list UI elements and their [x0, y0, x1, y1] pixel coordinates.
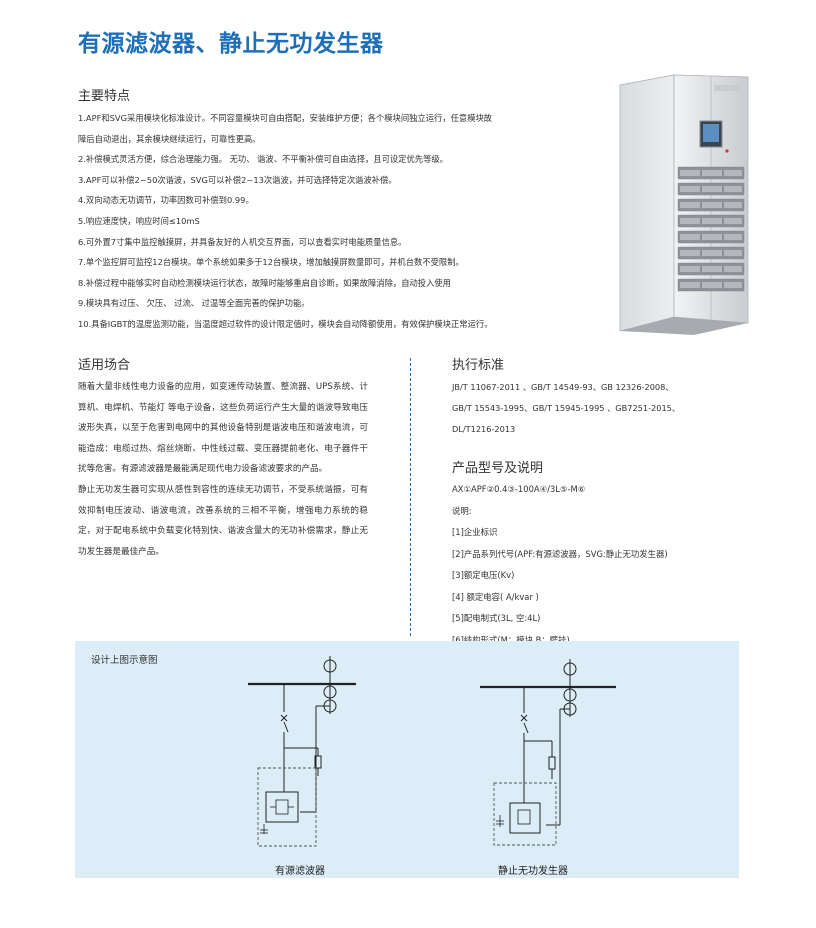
standard-line: GB/T 15543-1995、GB/T 15945-1995 、GB7251-… — [452, 403, 681, 413]
diagram-panel — [75, 641, 739, 878]
feature-line: 障后自动退出，其余模块继续运行，可靠性更高。 — [78, 133, 261, 144]
feature-line: 3.APF可以补偿2~50次谐波，SVG可以补偿2~13次谐波，并可选择特定次谐… — [78, 174, 397, 185]
applications-paragraph: 静止无功发生器可实现从感性到容性的连续无功调节，不受系统谐振，可有效抑制电压波动… — [78, 484, 368, 557]
feature-line: 2.补偿模式灵活方便，综合治理能力强。 无功、 谐波、不平衡补偿可自由选择，且可… — [78, 154, 448, 165]
apf-caption: 有源滤波器 — [275, 866, 325, 877]
feature-line: 5.响应速度快，响应时间≤10mS — [78, 215, 200, 226]
model-line: [5]配电制式(3L, 空:4L) — [452, 613, 541, 623]
feature-line: 6.可外置7寸集中监控触摸屏，并具备友好的人机交互界面，可以查看实时电能质量信息… — [78, 236, 407, 247]
model-line: [4] 额定电容( A/kvar ) — [452, 591, 539, 602]
applications-paragraph: 随着大量非线性电力设备的应用，如变速传动装置、整流器、UPS系统、计算机、电焊机… — [78, 382, 368, 475]
features-list: 1.APF和SVG采用模块化标准设计。不同容量模块可自由搭配，安装维护方便；各个… — [78, 108, 598, 335]
standards-heading: 执行标准 — [452, 358, 505, 373]
features-heading: 主要特点 — [78, 89, 131, 104]
feature-line: 8.补偿过程中能够实时自动检测模块运行状态，故障时能够重启自诊断，如果故障消除，… — [78, 277, 451, 288]
model-line: 说明: — [452, 505, 472, 516]
svg-wiring-diagram — [480, 659, 616, 846]
standard-line: DL/T1216-2013 — [452, 424, 516, 434]
feature-line: 9.模块具有过压、 欠压、 过流、 过温等全面完善的保护功能。 — [78, 298, 310, 309]
cabinet-image — [619, 74, 749, 335]
diagram-panel-title: 设计上图示意图 — [91, 655, 158, 666]
model-code: AX①APF②0.4③-100A④/3L⑤-M⑥ — [452, 484, 586, 494]
model-line: [6]结构形式(M：模块,B：壁挂) — [452, 634, 570, 645]
page-title: 有源滤波器、静止无功发生器 — [78, 31, 384, 57]
feature-line: 7.单个监控屏可监控12台模块。单个系统如果多于12台模块，增加触摸屏数量即可，… — [78, 257, 464, 268]
model-heading: 产品型号及说明 — [452, 461, 544, 476]
column-divider — [410, 358, 411, 636]
model-line: [3]额定电压(Kv) — [452, 570, 515, 580]
model-line: [1]企业标识 — [452, 527, 498, 537]
applications-heading: 适用场合 — [78, 358, 131, 373]
model-description: AX①APF②0.4③-100A④/3L⑤-M⑥ 说明: [1]企业标识 [2]… — [452, 479, 752, 651]
svg-caption: 静止无功发生器 — [498, 866, 568, 877]
feature-line: 1.APF和SVG采用模块化标准设计。不同容量模块可自由搭配，安装维护方便；各个… — [78, 113, 493, 123]
feature-line: 4.双向动态无功调节，功率因数可补偿到0.99。 — [78, 195, 254, 206]
standard-line: JB/T 11067-2011 、GB/T 14549-93、GB 12326-… — [452, 382, 674, 392]
model-line: [2]产品系列代号(APF:有源滤波器，SVG:静止无功发生器) — [452, 548, 668, 559]
standards-list: JB/T 11067-2011 、GB/T 14549-93、GB 12326-… — [452, 377, 732, 440]
feature-line: 10.具备IGBT的温度监测功能，当温度超过软件的设计限定值时，模块会自动降额使… — [78, 318, 493, 329]
applications-text: 随着大量非线性电力设备的应用，如变速传动装置、整流器、UPS系统、计算机、电焊机… — [78, 377, 368, 562]
apf-wiring-diagram — [248, 656, 356, 847]
